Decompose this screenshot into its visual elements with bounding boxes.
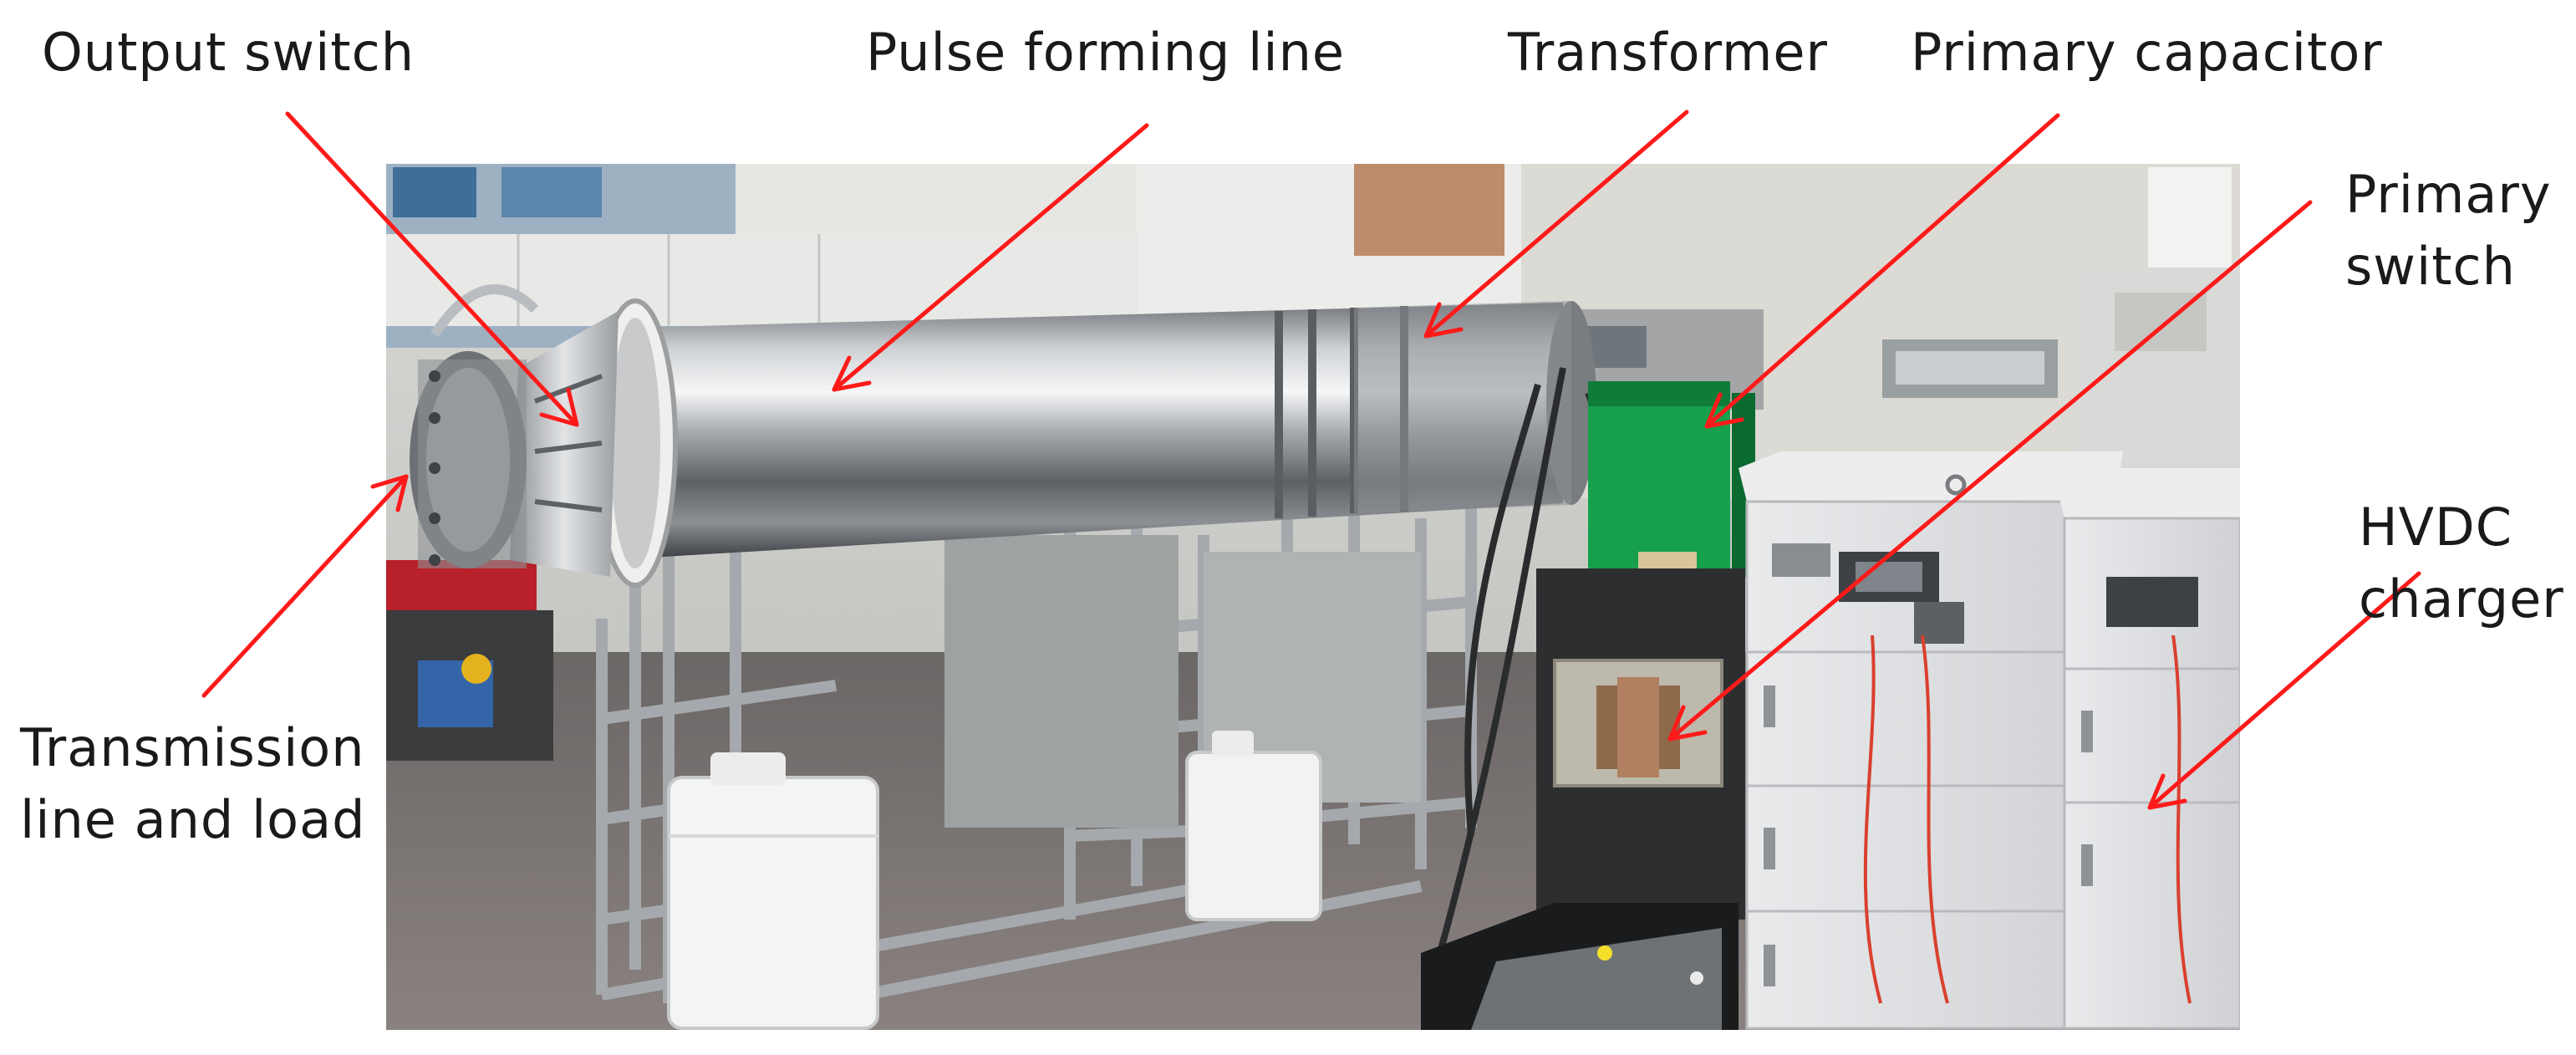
label-primary-switch-line-1: Primary [2345, 164, 2552, 225]
primary-capacitor-box [1588, 381, 1755, 578]
water-canister [667, 752, 879, 1030]
arrow-primary-capacitor [1704, 113, 2060, 429]
arrow-transmission-line [201, 474, 409, 698]
label-transformer: Transformer [1508, 22, 1829, 83]
lab-photo [386, 164, 2240, 1030]
label-output-switch: Output switch [42, 22, 415, 83]
arrow-primary-switch [1667, 200, 2313, 742]
arrow-transformer [1423, 110, 1689, 339]
label-primary-switch: Primary switch [2345, 159, 2552, 303]
label-hvdc-charger: HVDC charger [2359, 492, 2564, 635]
label-transmission-line-line-1: Transmission [20, 717, 365, 778]
label-primary-switch-line-2: switch [2345, 236, 2516, 297]
annotation-arrows [201, 110, 2421, 810]
label-pulse-forming-line: Pulse forming line [866, 22, 1346, 83]
label-primary-capacitor: Primary capacitor [1911, 22, 2383, 83]
primary-switch-tank [1553, 659, 1723, 787]
water-canister-small [1185, 731, 1322, 921]
label-hvdc-charger-line-2: charger [2359, 568, 2564, 629]
label-transmission-line-line-2: line and load [20, 789, 366, 850]
hvdc-cabinet-1 [1739, 451, 2123, 1030]
arrow-hvdc-charger [2147, 571, 2421, 810]
label-hvdc-charger-line-1: HVDC [2359, 497, 2513, 558]
arrow-output-switch [285, 111, 579, 427]
label-transmission-line: Transmission line and load [20, 712, 365, 856]
hvdc-cabinet-2 [2056, 468, 2240, 1030]
arrow-pulse-forming-line [832, 123, 1149, 392]
